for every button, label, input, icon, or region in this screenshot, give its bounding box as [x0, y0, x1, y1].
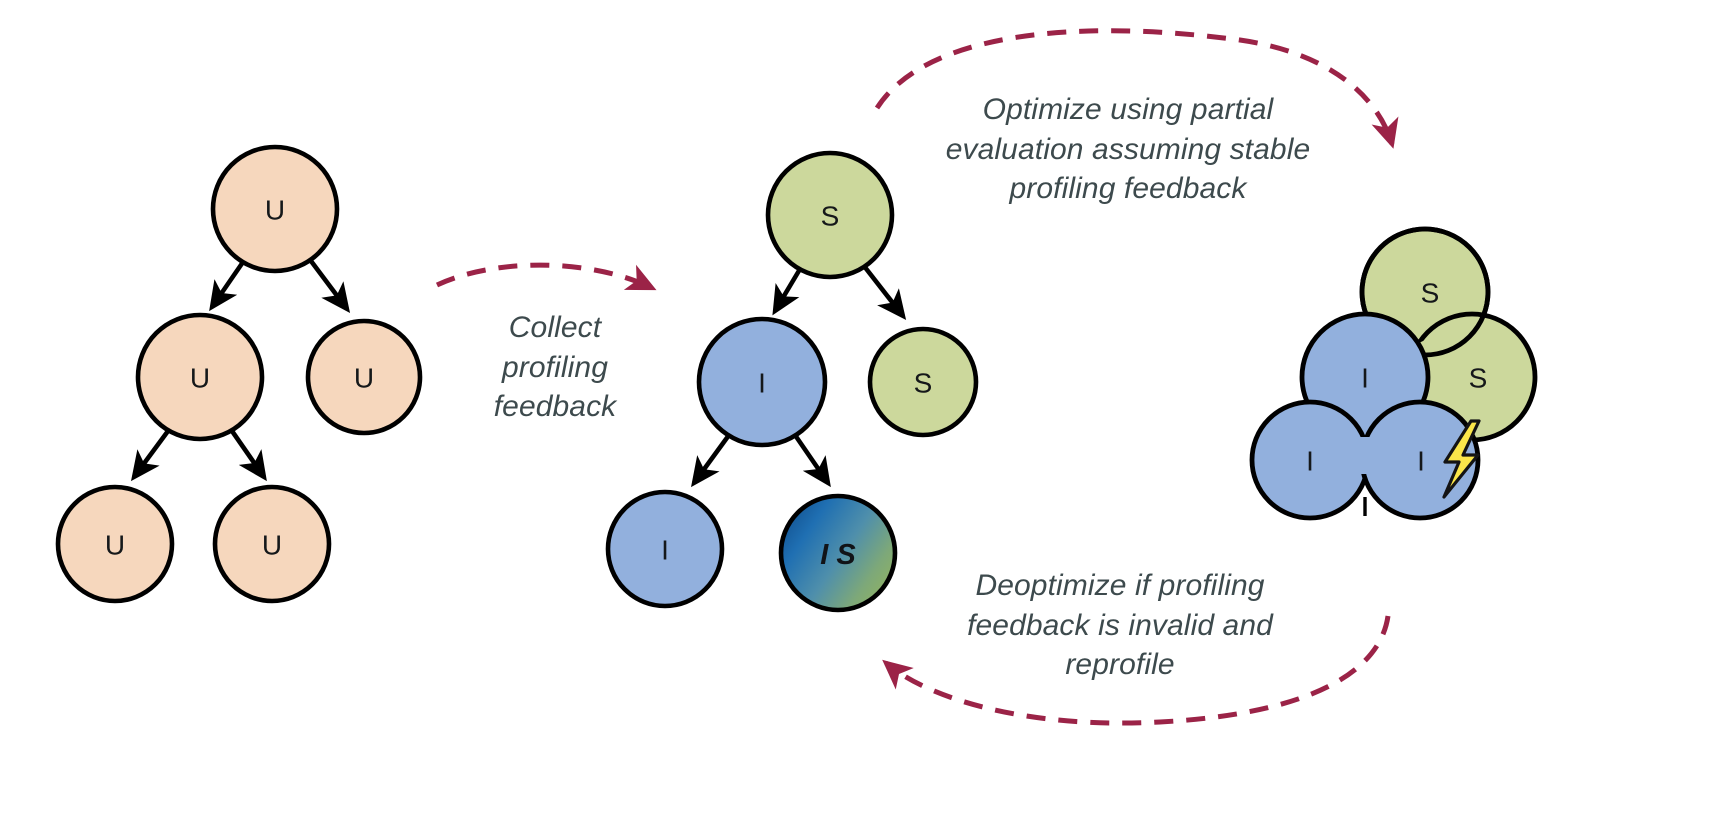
- node-circle[interactable]: [305, 318, 423, 436]
- edge-s-root-to-s: [862, 264, 907, 320]
- node-s-right[interactable]: S: [867, 326, 979, 438]
- annotation-arrows: [435, 28, 1399, 726]
- node-circle[interactable]: [778, 493, 898, 613]
- node-label: I: [661, 535, 669, 566]
- arrow-collect-profiling-feedback: [435, 262, 657, 291]
- node-label: S: [821, 201, 840, 232]
- edge-u-l-to-u-lr: [230, 429, 267, 482]
- cluster-label-s-right: S: [1469, 363, 1488, 394]
- node-label: U: [190, 363, 210, 394]
- blue-seam-fill-a: [1329, 416, 1400, 448]
- node-u-left-right[interactable]: U: [212, 484, 332, 604]
- cluster-label-i-bottom-left: I: [1306, 446, 1314, 477]
- edge-u-l-to-u-ll: [130, 429, 170, 482]
- node-u-root[interactable]: U: [210, 144, 340, 274]
- cluster-label-s-top: S: [1421, 278, 1440, 309]
- tree-edges-profiled: [691, 264, 907, 488]
- edge-s-root-to-i: [772, 267, 802, 316]
- node-s-root[interactable]: S: [765, 150, 895, 280]
- profiled-tree: S I S I I S: [605, 150, 979, 613]
- annotation-collect-profiling-feedback: Collect profiling feedback: [493, 311, 617, 424]
- node-label: U: [105, 530, 125, 561]
- node-label: I S: [820, 539, 856, 571]
- edge-u-root-to-u-l: [209, 260, 245, 312]
- edge-i-to-is: [793, 433, 831, 488]
- arrow-deoptimize-reprofile: [882, 615, 1391, 726]
- node-i-leaf[interactable]: I: [605, 489, 725, 609]
- node-circle[interactable]: [212, 484, 332, 604]
- blue-seam-fill-c: [1355, 455, 1378, 474]
- node-circle[interactable]: [210, 144, 340, 274]
- node-u-left[interactable]: U: [135, 312, 265, 442]
- annotation-deoptimize-reprofile: Deoptimize if profiling feedback is inva…: [967, 569, 1273, 682]
- node-label: U: [262, 530, 282, 561]
- cluster-label-i-mid: I: [1361, 363, 1369, 394]
- node-label: S: [914, 368, 933, 399]
- unprofiled-tree: U U U U U: [55, 144, 423, 604]
- node-u-left-left[interactable]: U: [55, 484, 175, 604]
- node-u-right[interactable]: U: [305, 318, 423, 436]
- node-is-gradient-leaf[interactable]: I S: [778, 493, 898, 613]
- node-circle[interactable]: [696, 316, 828, 448]
- arrow-optimize-partial-evaluation: [874, 28, 1399, 149]
- node-label: I: [758, 368, 766, 399]
- annotation-optimize-partial-evaluation: Optimize using partial evaluation assumi…: [945, 93, 1311, 206]
- node-circle[interactable]: [605, 489, 725, 609]
- tree-edges-unprofiled: [130, 259, 351, 482]
- lightning-bolt-icon: [1442, 419, 1481, 499]
- node-i-left[interactable]: I: [696, 316, 828, 448]
- node-circle[interactable]: [765, 150, 895, 280]
- cluster-blue-nodes[interactable]: [1249, 311, 1481, 521]
- node-label: U: [354, 363, 374, 394]
- node-circle[interactable]: [867, 326, 979, 438]
- edge-i-to-i: [691, 433, 731, 488]
- node-circle[interactable]: [135, 312, 265, 442]
- edge-u-root-to-u-r: [309, 259, 351, 314]
- node-circle[interactable]: [55, 484, 175, 604]
- node-label: U: [265, 195, 285, 226]
- compiled-cluster: S S I I I: [1249, 226, 1538, 521]
- cluster-label-i-bottom-right: I: [1417, 446, 1425, 477]
